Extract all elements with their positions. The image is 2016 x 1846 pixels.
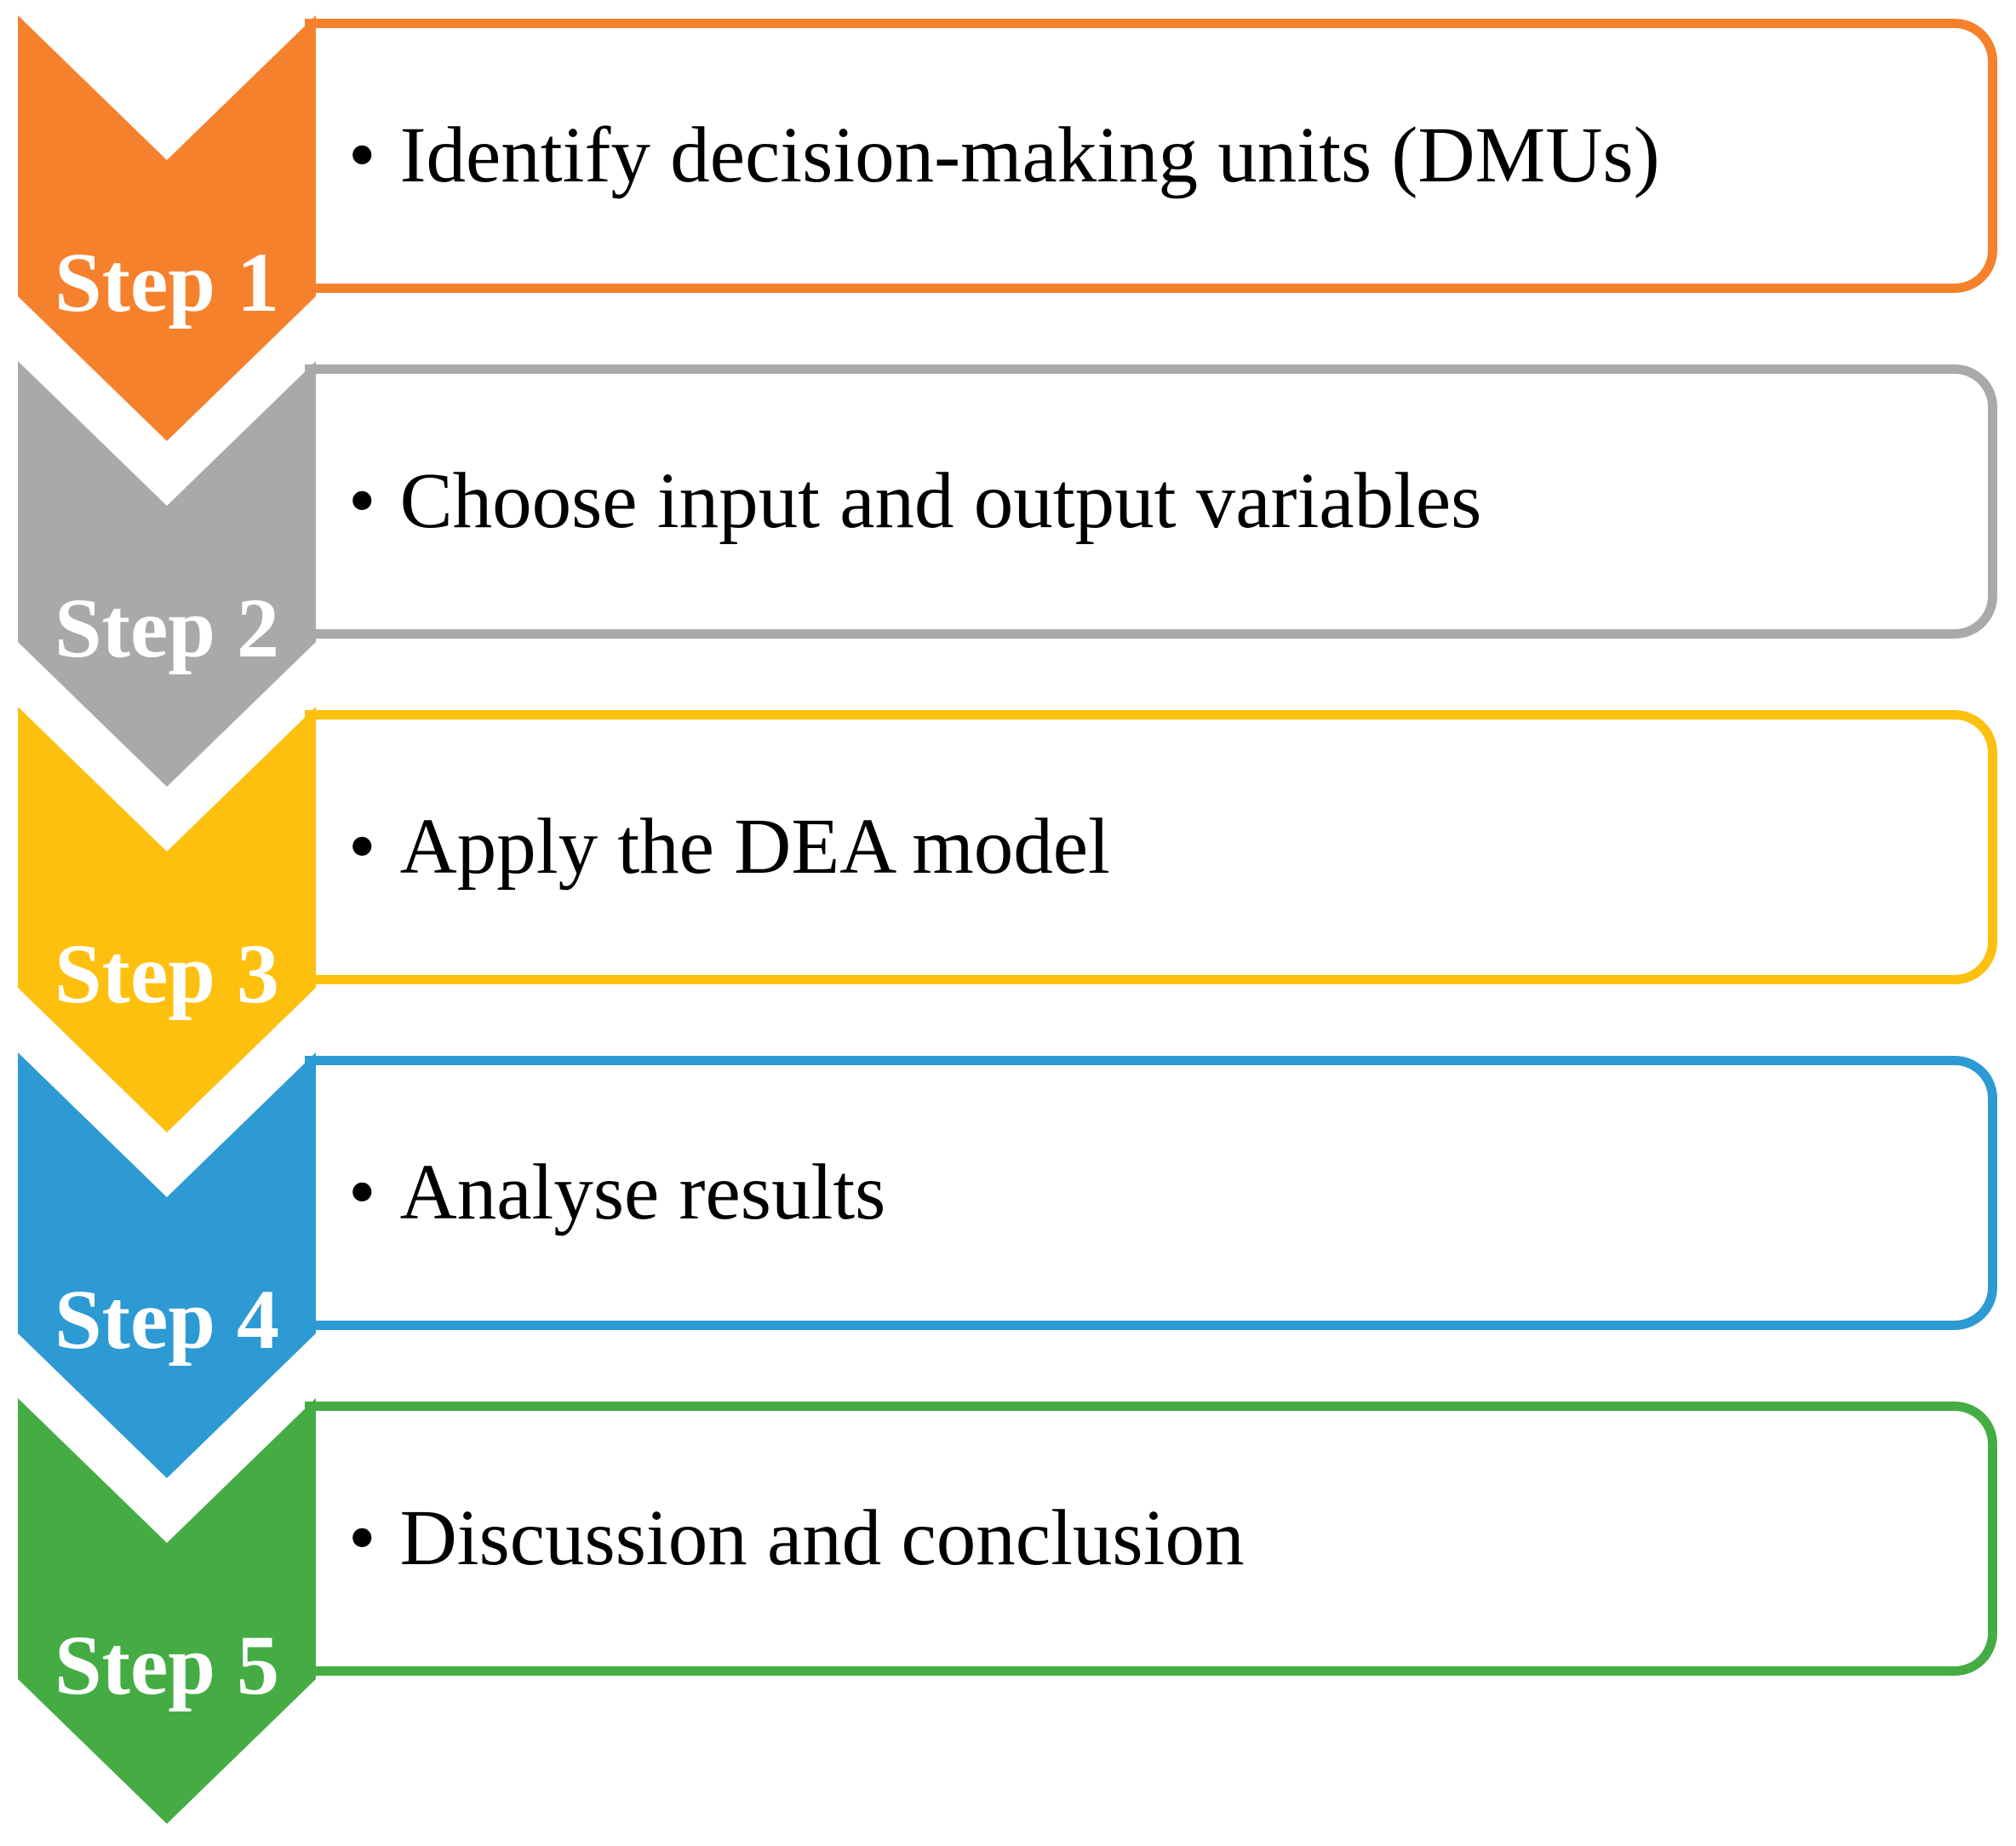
step-1-text: Identify decision-making units (DMUs) [399, 111, 1660, 199]
step-1-label: Step 1 [54, 235, 279, 330]
step-2-box: • Choose input and output variables [305, 364, 1997, 639]
step-5-box: • Discussion and conclusion [305, 1402, 1997, 1676]
step-3-text: Apply the DEA model [399, 802, 1110, 891]
step-1-chevron: Step 1 [18, 15, 316, 441]
bullet-icon: • [348, 111, 376, 199]
step-2-label: Step 2 [54, 581, 279, 675]
step-5-label: Step 5 [54, 1618, 279, 1712]
step-3-description: • Apply the DEA model [314, 802, 1110, 893]
step-2-description: • Choose input and output variables [314, 456, 1481, 547]
step-5-description: • Discussion and conclusion [314, 1493, 1244, 1585]
step-3-label: Step 3 [54, 926, 279, 1021]
step-4-description: • Analyse results [314, 1148, 885, 1239]
bullet-icon: • [348, 1148, 376, 1236]
step-1-description: • Identify decision-making units (DMUs) [314, 111, 1660, 202]
step-2-text: Choose input and output variables [399, 456, 1482, 545]
bullet-icon: • [348, 456, 376, 545]
bullet-icon: • [348, 1493, 376, 1582]
step-3-box: • Apply the DEA model [305, 710, 1997, 984]
step-5-text: Discussion and conclusion [399, 1493, 1245, 1582]
bullet-icon: • [348, 802, 376, 891]
step-1-box: • Identify decision-making units (DMUs) [305, 19, 1997, 293]
step-4-box: • Analyse results [305, 1056, 1997, 1330]
step-4-label: Step 4 [54, 1272, 279, 1367]
step-4-text: Analyse results [399, 1148, 886, 1236]
